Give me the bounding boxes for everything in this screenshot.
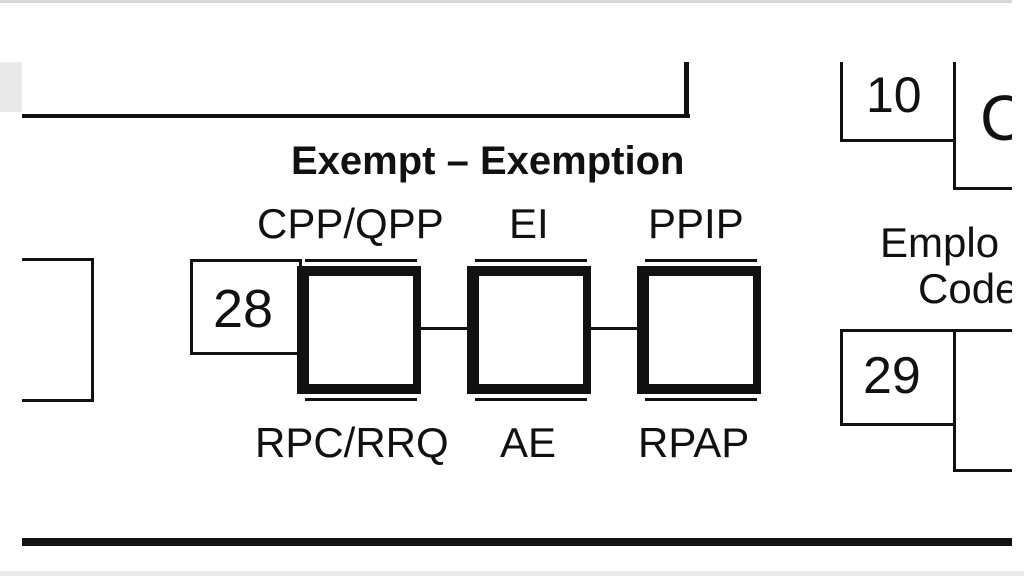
ppip-label: PPIP	[648, 200, 744, 247]
rpc-rrq-label: RPC/RRQ	[255, 419, 449, 466]
left-box-top-line	[22, 258, 94, 261]
top-border	[0, 0, 1024, 3]
box-10-left-line	[840, 62, 843, 142]
box-29-top-line	[840, 329, 1013, 332]
connector-line	[590, 327, 640, 330]
box-10-bottom-line	[840, 139, 956, 142]
box-29-bottom-line	[840, 423, 956, 426]
connector-line	[420, 327, 470, 330]
section-title: Exempt – Exemption	[291, 139, 685, 183]
ei-label: EI	[509, 200, 549, 247]
box-29-left-line	[840, 329, 843, 426]
cpp-qpp-checkbox[interactable]	[297, 259, 421, 401]
cpp-qpp-label: CPP/QPP	[257, 200, 444, 247]
ppip-checkbox[interactable]	[637, 259, 761, 401]
rpap-label: RPAP	[638, 419, 750, 466]
employment-code-label-line1: Emplo	[880, 219, 1000, 266]
box-29-divider	[953, 329, 956, 472]
box-28	[190, 259, 302, 355]
right-edge	[1012, 0, 1024, 576]
box-10-divider	[953, 62, 956, 190]
ei-checkbox[interactable]	[467, 259, 591, 401]
bottom-rule	[22, 538, 1012, 546]
upper-box-right-line	[684, 62, 689, 118]
box-29-field-bottom	[953, 469, 1013, 472]
left-box-right-line	[91, 258, 94, 402]
upper-box-bottom-line	[22, 114, 690, 118]
ae-label: AE	[500, 419, 557, 466]
bottom-border	[0, 571, 1024, 576]
left-box-bottom-line	[22, 399, 94, 402]
box-10-field-bottom	[953, 187, 1013, 190]
box-29-number: 29	[863, 347, 921, 405]
left-gray-band	[0, 62, 22, 112]
box-10-number: 10	[866, 67, 922, 123]
employment-code-label-line2: Code	[918, 265, 1019, 312]
box-28-number: 28	[213, 279, 274, 339]
